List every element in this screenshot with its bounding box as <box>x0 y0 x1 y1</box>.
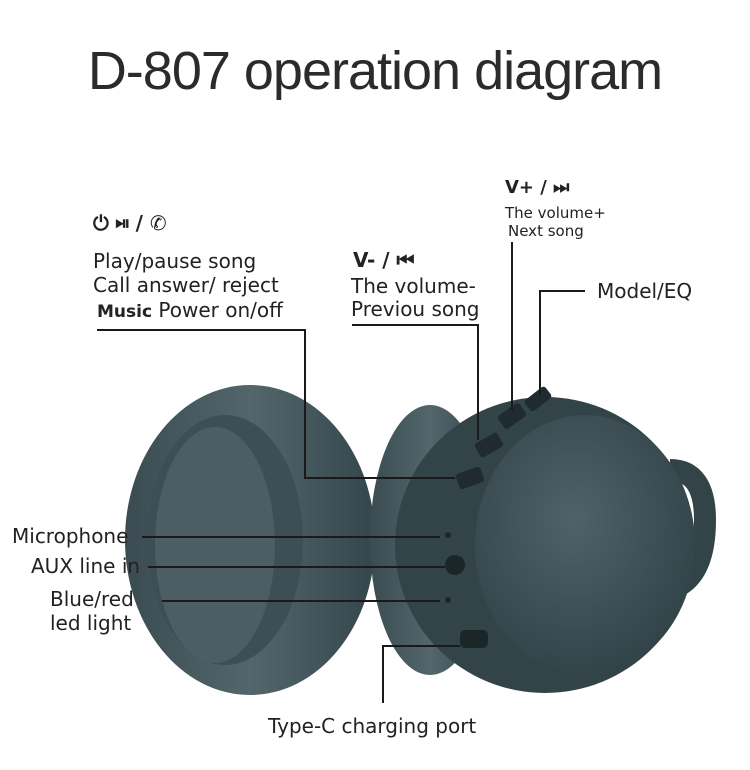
play-pause-label: Play/pause song <box>93 249 257 273</box>
volume-plus-line2: Next song <box>508 222 584 240</box>
led-light-label-2: led light <box>50 611 132 635</box>
right-ear-cup <box>395 397 695 693</box>
volume-plus-line1: The volume+ <box>505 204 606 222</box>
leader-typec <box>382 645 460 703</box>
power-label: Power on/off <box>152 298 283 322</box>
music-label: Music <box>97 302 153 322</box>
page-title: D-807 operation diagram <box>87 41 663 101</box>
aux-line-in-label: AUX line in <box>31 554 141 578</box>
type-c-port-label: Type-C charging port <box>268 714 477 738</box>
volume-plus-heading: V+ / ⏭ <box>505 177 570 198</box>
power-on-off-label: Music Power on/off <box>97 298 283 324</box>
volume-minus-line1: The volume- <box>351 274 476 298</box>
leader-vminus <box>352 324 479 440</box>
mode-eq-label: Model/EQ <box>597 279 693 303</box>
led-light-label-1: Blue/red <box>50 587 134 611</box>
leader-lines <box>97 242 585 703</box>
call-answer-label: Call answer/ reject <box>93 273 279 297</box>
left-ear-cup <box>125 385 375 695</box>
leader-mode <box>539 290 585 395</box>
power-play-call-icons-label: ⏻ ⏯ / ✆ <box>93 211 167 235</box>
leader-play <box>97 329 455 479</box>
control-buttons <box>445 386 552 648</box>
volume-minus-line2: Previou song <box>351 297 480 321</box>
volume-minus-heading: V- / ⏮ <box>353 248 415 272</box>
headband <box>669 459 717 595</box>
microphone-label: Microphone <box>12 524 129 548</box>
